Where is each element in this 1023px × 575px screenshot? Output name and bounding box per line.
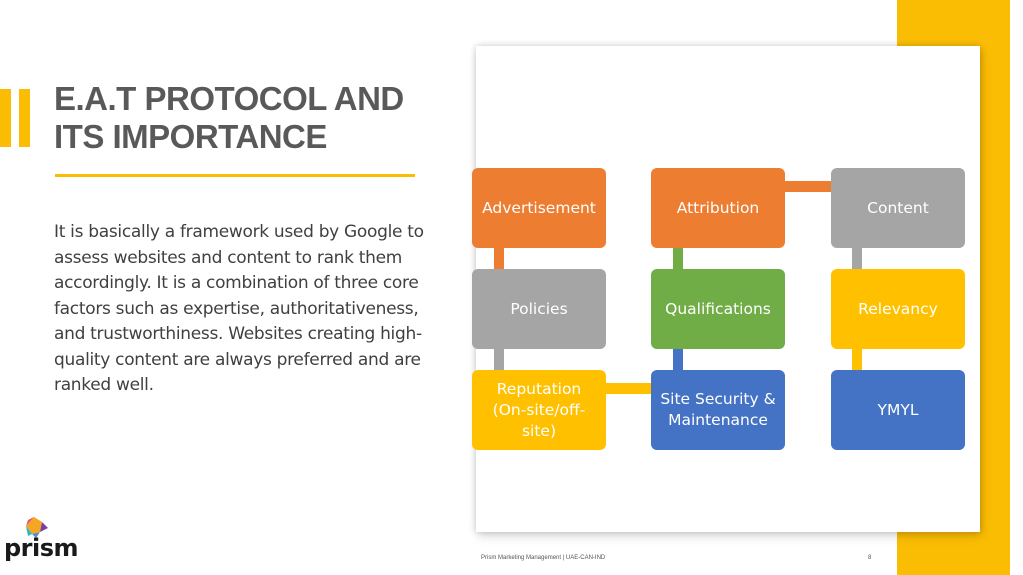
box-ymyl: YMYL	[831, 370, 965, 450]
connector-advertisement-policies	[494, 247, 504, 269]
box-label: YMYL	[877, 400, 919, 419]
connector-qualifications-site-security	[673, 348, 683, 370]
connector-attribution-qualifications	[673, 247, 683, 269]
box-qualifications: Qualifications	[651, 269, 785, 349]
slide-body-text: It is basically a framework used by Goog…	[54, 222, 424, 395]
box-site-security: Site Security & Maintenance	[651, 370, 785, 450]
box-label: Policies	[510, 299, 568, 318]
box-policies: Policies	[472, 269, 606, 349]
connector-relevancy-ymyl	[852, 348, 862, 370]
accent-mark-2	[19, 89, 30, 147]
box-attribution: Attribution	[651, 168, 785, 248]
accent-mark-1	[0, 89, 11, 147]
footer-text: Prism Marketing Management | UAE-CAN-IND	[481, 555, 606, 561]
box-advertisement: Advertisement	[472, 168, 606, 248]
connector-content-relevancy	[852, 247, 862, 269]
logo-wordmark: prism	[4, 534, 79, 562]
box-label: Attribution	[676, 198, 760, 217]
title-underline	[55, 174, 415, 177]
box-relevancy: Relevancy	[831, 269, 965, 349]
box-content: Content	[831, 168, 965, 248]
box-label: Advertisement	[482, 198, 596, 217]
prism-logo-icon	[26, 517, 48, 538]
box-label: Content	[867, 198, 929, 217]
connector-policies-reputation	[494, 348, 504, 370]
box-label: Qualifications	[665, 299, 771, 318]
box-label: Reputation (On-site/off- site)	[492, 379, 586, 440]
connector-reputation-site-security	[606, 383, 654, 394]
box-reputation: Reputation (On-site/off- site)	[472, 370, 606, 450]
slide-title: E.A.T PROTOCOL AND ITS IMPORTANCE	[54, 80, 404, 155]
box-label: Relevancy	[858, 299, 938, 318]
page-number: 8	[868, 555, 872, 561]
connector-attribution-content	[785, 181, 833, 192]
box-label: Site Security & Maintenance	[660, 390, 776, 429]
